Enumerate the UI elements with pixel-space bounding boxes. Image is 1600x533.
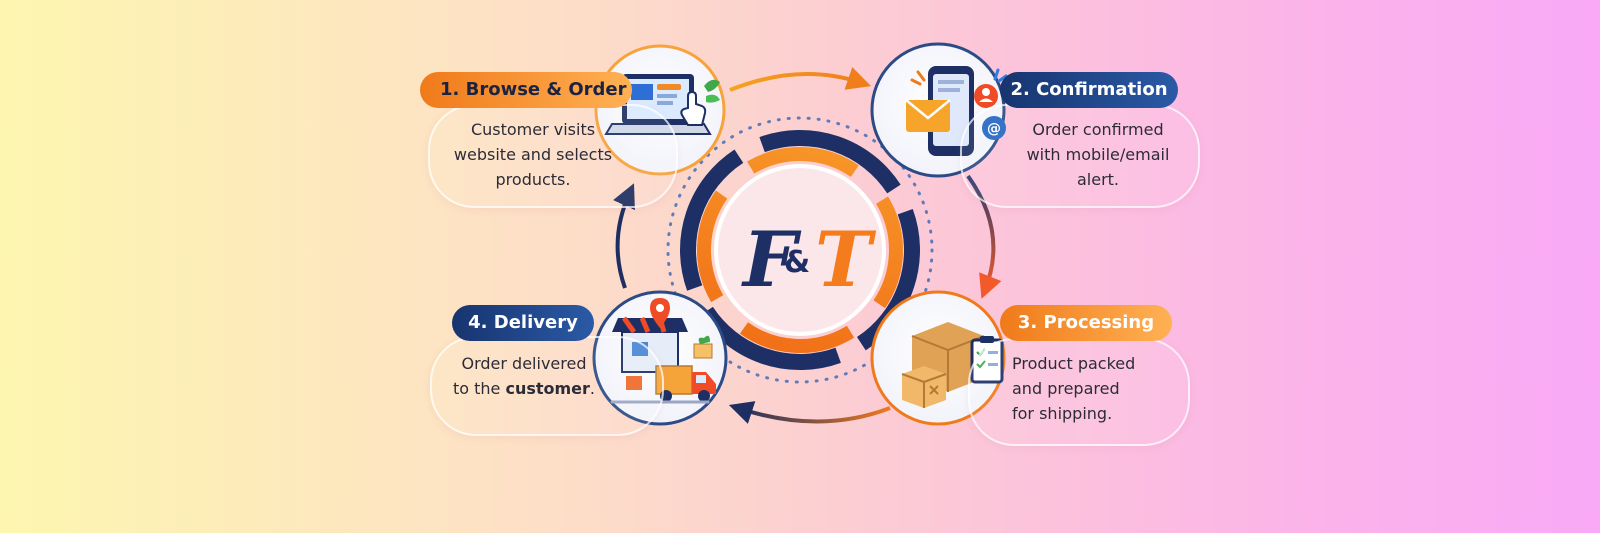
dotted-halo [666,116,934,384]
step-3-line-2: and prepared [1012,379,1120,398]
arrow-processing-to-delivery [728,401,891,424]
step-3-title: 3. Processing [1000,305,1172,341]
step-3-line-1: Product packed [1012,354,1136,373]
step-2-description: Order confirmed with mobile/email alert. [1010,117,1186,192]
step-4-line-2: to the customer. [444,376,604,401]
step-3-line-3: for shipping. [1012,404,1113,423]
step-2-card [960,104,1200,208]
step-4-title: 4. Delivery [452,305,594,341]
step-3-icon-circle [870,290,1006,426]
step-2-title: 2. Confirmation [1000,72,1178,108]
step-3-card [968,338,1190,446]
ft-logo: F & T [741,215,877,304]
step-1-line-2: website and selects [453,145,613,164]
step-2-line-2: with mobile/email [1026,145,1170,164]
step-4-line-2-prefix: to the [452,379,506,398]
step-3-description: Product packed and prepared for shipping… [1012,351,1158,426]
step-4-description: Order delivered to the customer. [444,351,604,401]
arrow-browse-to-confirmation [729,67,872,92]
step-4-line-1: Order delivered [461,354,587,373]
step-1-card [428,104,678,208]
step-1-description: Customer visits website and selects prod… [428,117,638,192]
svg-text:T: T [815,215,877,304]
step-2-line-1: Order confirmed [1032,120,1164,139]
step-4-line-2-bold: customer [505,379,590,398]
svg-text:F: F [741,215,802,304]
step-1-title: 1. Browse & Order [420,72,632,108]
step-2-line-3: alert. [1076,170,1120,189]
step-1-line-3: products. [495,170,571,189]
svg-text:&: & [784,245,810,280]
step-1-line-1: Customer visits [470,120,596,139]
arrow-delivery-to-browse [613,183,635,289]
step-4-line-2-suffix: . [589,379,596,398]
